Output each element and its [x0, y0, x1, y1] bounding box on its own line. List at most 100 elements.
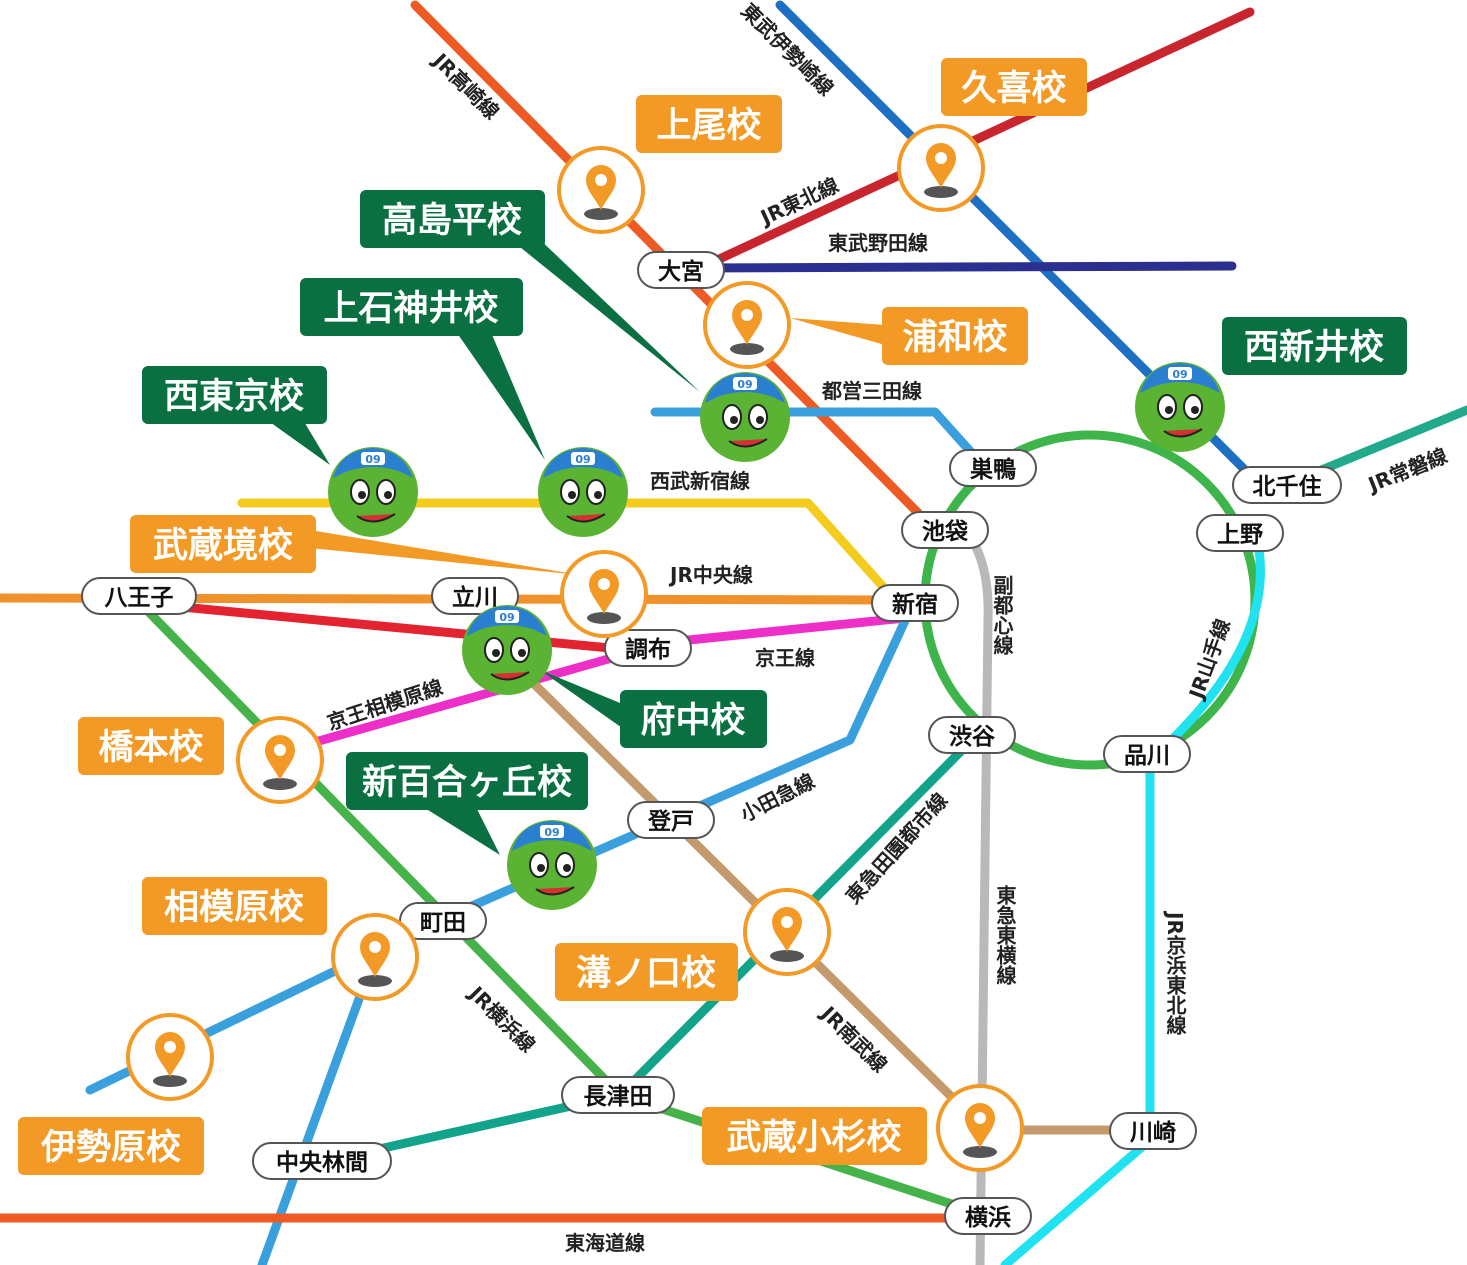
label-seibu-shinjuku: 西武新宿線 [650, 469, 750, 493]
label-jr-yokohama: JR横浜線 [463, 980, 540, 1057]
label-tokyu-denentoshi: 東急田園都市線 [841, 788, 953, 908]
station-sugamo[interactable]: 巣鴨 [949, 449, 1037, 487]
school-mascots: 09 09 09 09 09 09 [327, 361, 1226, 911]
school-ageo[interactable]: 上尾校 [636, 95, 782, 153]
station-noborito[interactable]: 登戸 [627, 801, 715, 839]
pin-musashisakai[interactable] [560, 550, 648, 638]
svg-text:西東京校: 西東京校 [164, 376, 304, 417]
school-shinyurigaoka[interactable]: 新百合ヶ丘校 [346, 752, 588, 810]
svg-text:大宮: 大宮 [658, 258, 704, 285]
svg-text:巣鴨: 巣鴨 [969, 456, 1016, 483]
svg-text:溝ノ口校: 溝ノ口校 [576, 954, 716, 994]
pin-sagamihara[interactable] [331, 913, 419, 1001]
station-kawasaki[interactable]: 川崎 [1109, 1112, 1197, 1150]
station-hachioji[interactable]: 八王子 [81, 577, 197, 615]
station-chuorinkan[interactable]: 中央林間 [252, 1142, 392, 1180]
school-musashisakai[interactable]: 武蔵境校 [130, 515, 316, 573]
station-tachikawa[interactable]: 立川 [431, 577, 519, 615]
svg-text:調布: 調布 [625, 636, 671, 663]
mascot-fuchu[interactable]: 09 [461, 604, 553, 696]
svg-text:渋谷: 渋谷 [949, 724, 996, 750]
svg-text:池袋: 池袋 [922, 518, 969, 545]
pointer-nishitokyo [260, 415, 330, 465]
mascot-nishitokyo[interactable]: 09 [327, 446, 419, 538]
svg-text:上尾校: 上尾校 [656, 106, 761, 146]
label-tokaido: 東海道線 [565, 1231, 645, 1255]
label-toei-mita: 都営三田線 [821, 379, 922, 403]
svg-text:武蔵境校: 武蔵境校 [153, 526, 293, 566]
pointer-fuchu [540, 670, 625, 730]
station-chofu[interactable]: 調布 [604, 629, 692, 667]
svg-text:新百合ヶ丘校: 新百合ヶ丘校 [362, 763, 572, 803]
pin-mizonokuchi[interactable] [743, 888, 831, 976]
svg-text:09: 09 [1172, 368, 1187, 381]
line-seibu-shinjuku [237, 498, 891, 595]
svg-text:09: 09 [544, 826, 559, 839]
pointer-takashimadaira [505, 235, 700, 392]
pin-ageo[interactable] [557, 146, 645, 234]
school-nishiarai[interactable]: 西新井校 [1222, 317, 1407, 375]
svg-text:町田: 町田 [420, 910, 466, 936]
pin-urawa[interactable] [703, 281, 791, 369]
school-kamishakujii[interactable]: 上石神井校 [300, 278, 523, 336]
pin-musashikosugi[interactable] [936, 1084, 1024, 1172]
school-takashimadaira[interactable]: 高島平校 [360, 190, 545, 248]
station-machida[interactable]: 町田 [399, 902, 487, 940]
svg-text:09: 09 [365, 453, 380, 466]
svg-text:09: 09 [499, 611, 514, 624]
school-fuchu[interactable]: 府中校 [620, 690, 767, 748]
svg-text:久喜校: 久喜校 [961, 69, 1066, 109]
svg-text:府中校: 府中校 [640, 700, 745, 741]
svg-text:武蔵小杉校: 武蔵小杉校 [726, 1118, 901, 1158]
station-shibuya[interactable]: 渋谷 [928, 716, 1016, 754]
school-nishitokyo[interactable]: 西東京校 [142, 366, 327, 424]
school-urawa[interactable]: 浦和校 [882, 307, 1028, 365]
school-hashimoto[interactable]: 橋本校 [78, 717, 224, 775]
school-musashikosugi[interactable]: 武蔵小杉校 [702, 1107, 927, 1165]
station-shinjuku[interactable]: 新宿 [871, 584, 959, 622]
mascot-takashimadaira[interactable]: 09 [699, 371, 791, 463]
line-keio-sagamihara [275, 645, 645, 757]
svg-text:浦和校: 浦和校 [902, 318, 1007, 358]
label-jr-chuo: JR中央線 [668, 563, 753, 587]
school-isehara[interactable]: 伊勢原校 [18, 1117, 204, 1175]
school-mizonokuchi[interactable]: 溝ノ口校 [555, 943, 738, 1001]
pin-kuki[interactable] [897, 124, 985, 212]
pointer-shinyurigaoka [420, 805, 500, 855]
svg-text:伊勢原校: 伊勢原校 [40, 1128, 181, 1168]
svg-text:北千住: 北千住 [1253, 473, 1322, 500]
svg-text:横浜: 横浜 [965, 1205, 1011, 1231]
svg-text:登戸: 登戸 [647, 809, 694, 835]
label-jr-nambu: JR南武線 [815, 1000, 892, 1077]
svg-text:長津田: 長津田 [584, 1083, 653, 1110]
mascot-kamishakujii[interactable]: 09 [537, 446, 629, 538]
svg-text:09: 09 [737, 378, 752, 391]
mascot-nishiarai[interactable]: 09 [1134, 361, 1226, 453]
school-sagamihara[interactable]: 相模原校 [142, 877, 327, 935]
mascot-shinyurigaoka[interactable]: 09 [506, 819, 598, 911]
station-kitasenju[interactable]: 北千住 [1232, 466, 1342, 504]
label-fukutoshin: 副都心線 [990, 575, 1014, 655]
station-nagatsuta[interactable]: 長津田 [561, 1076, 675, 1114]
station-ikebukuro[interactable]: 池袋 [901, 511, 989, 549]
label-odakyu: 小田急線 [736, 769, 818, 827]
station-omiya[interactable]: 大宮 [637, 251, 725, 289]
svg-text:中央林間: 中央林間 [276, 1149, 368, 1176]
line-tobu-noda [695, 261, 1237, 273]
svg-text:09: 09 [575, 453, 590, 466]
stations: 大宮 巣鴨 池袋 北千住 上野 八王子 立川 新宿 調布 渋谷 品川 登戸 町田… [81, 251, 1342, 1235]
station-yokohama[interactable]: 横浜 [944, 1197, 1032, 1235]
pin-isehara[interactable] [126, 1013, 214, 1101]
line-chuo-rinkan [257, 950, 380, 1265]
station-shinagawa[interactable]: 品川 [1103, 735, 1191, 773]
svg-text:西新井校: 西新井校 [1244, 328, 1384, 368]
svg-text:川崎: 川崎 [1130, 1120, 1176, 1146]
school-kuki[interactable]: 久喜校 [941, 58, 1087, 116]
pin-hashimoto[interactable] [236, 716, 324, 804]
svg-text:八王子: 八王子 [105, 585, 174, 611]
line-jr-nambu [515, 665, 1155, 1135]
school-labels: 上尾校 久喜校 高島平校 浦和校 上石神井校 西新井校 西東京校 武蔵境校 府中… [18, 58, 1407, 1175]
station-ueno[interactable]: 上野 [1196, 514, 1284, 552]
pointer-urawa [790, 318, 885, 345]
